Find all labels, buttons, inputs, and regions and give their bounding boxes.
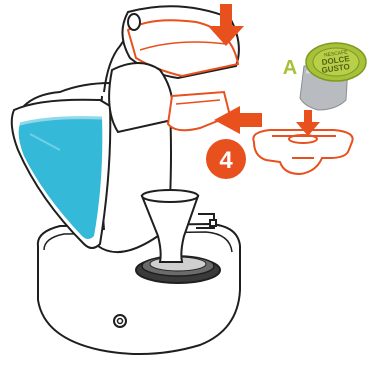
capsule: NESCAFÉ DOLCE GUSTO xyxy=(300,43,366,110)
power-button-icon xyxy=(114,315,126,327)
capsule-holder xyxy=(253,130,352,174)
machine-head xyxy=(109,6,239,132)
step-number: 4 xyxy=(219,147,233,174)
water-fill xyxy=(19,118,103,239)
capsule-label: A xyxy=(283,57,297,79)
